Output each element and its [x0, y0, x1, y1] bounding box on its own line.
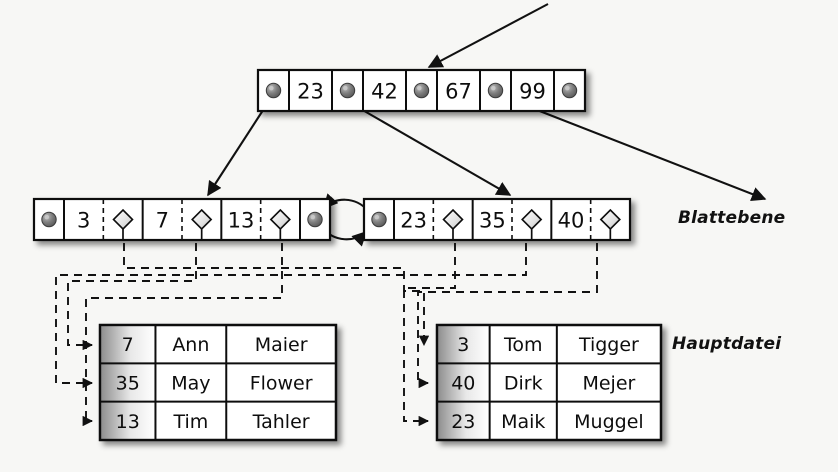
row-first-name-0: Ann	[172, 334, 209, 356]
table-row[interactable]: 35 May Flower	[116, 373, 313, 395]
leaf-left-record-pointer-0[interactable]	[112, 208, 134, 240]
leaf-left-next-pointer	[307, 211, 323, 228]
arrow-root-to-leaf-left	[207, 100, 270, 197]
leaf-left-key-0: 3	[77, 209, 90, 233]
record-link-leaf-right-key-35	[55, 243, 527, 389]
root-pointer-3	[487, 82, 504, 99]
leaf-right-key-1: 35	[479, 209, 506, 233]
row-first-name-1: May	[171, 373, 210, 395]
root-key-1: 42	[371, 80, 398, 104]
row-last-name-1: Flower	[250, 373, 313, 395]
row-key-1: 40	[451, 373, 475, 395]
root-pointer-2	[413, 82, 430, 99]
leaf-left-key-2: 13	[228, 209, 255, 233]
arrow-root-to-leaf-right	[346, 100, 512, 196]
record-link-leaf-right-key-40	[417, 243, 598, 389]
root-pointer-1	[339, 82, 356, 99]
leaf-right-record-pointer-1[interactable]	[521, 208, 543, 240]
row-first-name-0: Tom	[503, 334, 543, 356]
record-link-leaf-right-key-23	[403, 243, 456, 427]
leaf-right-key-2: 40	[558, 209, 585, 233]
row-key-1: 35	[116, 373, 140, 395]
leaf-left-key-1: 7	[156, 209, 169, 233]
row-key-0: 3	[457, 334, 469, 356]
arrow-external-to-root	[427, 3, 549, 68]
root-pointer-0	[265, 82, 282, 99]
row-last-name-1: Mejer	[582, 373, 635, 395]
label-blattebene: Blattebene	[678, 208, 786, 228]
label-hauptdatei: Hauptdatei	[672, 334, 782, 354]
row-last-name-2: Muggel	[574, 411, 644, 433]
row-first-name-1: Dirk	[504, 373, 543, 395]
row-key-0: 7	[122, 334, 134, 356]
main-file-table-right[interactable]: 3 Tom Tigger 40 Dirk Mejer 23 Maik Muggel	[435, 323, 663, 442]
leaf-right-record-pointer-0[interactable]	[442, 208, 464, 240]
leaf-node-left[interactable]: 3 7 13	[32, 197, 332, 242]
root-key-2: 67	[445, 80, 472, 104]
leaf-left-record-pointer-2[interactable]	[269, 208, 291, 240]
leaf-right-key-0: 23	[400, 209, 427, 233]
row-last-name-0: Tigger	[578, 334, 639, 356]
leaf-node-right[interactable]: 23 35 40	[362, 197, 632, 242]
row-key-2: 13	[116, 411, 140, 433]
arrow-root-to-blattebene	[513, 100, 767, 202]
root-node[interactable]: 23 42 67 99	[256, 68, 587, 113]
row-first-name-2: Maik	[501, 411, 545, 433]
row-last-name-0: Maier	[255, 334, 308, 356]
leaf-right-prev-pointer	[371, 211, 387, 228]
row-key-2: 23	[451, 411, 475, 433]
record-link-leaf-left-key-7	[67, 243, 197, 351]
root-pointer-4	[561, 82, 578, 99]
table-row[interactable]: 13 Tim Tahler	[116, 411, 310, 433]
leaf-left-prev-pointer	[41, 211, 57, 228]
root-key-3: 99	[519, 80, 546, 104]
table-row[interactable]: 3 Tom Tigger	[457, 334, 639, 356]
row-first-name-2: Tim	[172, 411, 208, 433]
root-key-0: 23	[297, 80, 324, 104]
leaf-right-record-pointer-2[interactable]	[599, 208, 621, 240]
leaf-left-record-pointer-1[interactable]	[191, 208, 213, 240]
table-row[interactable]: 40 Dirk Mejer	[451, 373, 635, 395]
table-row[interactable]: 7 Ann Maier	[122, 334, 308, 356]
record-link-leaf-left-key-3	[123, 243, 430, 347]
table-row[interactable]: 23 Maik Muggel	[451, 411, 643, 433]
row-last-name-2: Tahler	[252, 411, 310, 433]
main-file-table-left[interactable]: 7 Ann Maier 35 May Flower 13 Tim Tahler	[98, 323, 338, 442]
